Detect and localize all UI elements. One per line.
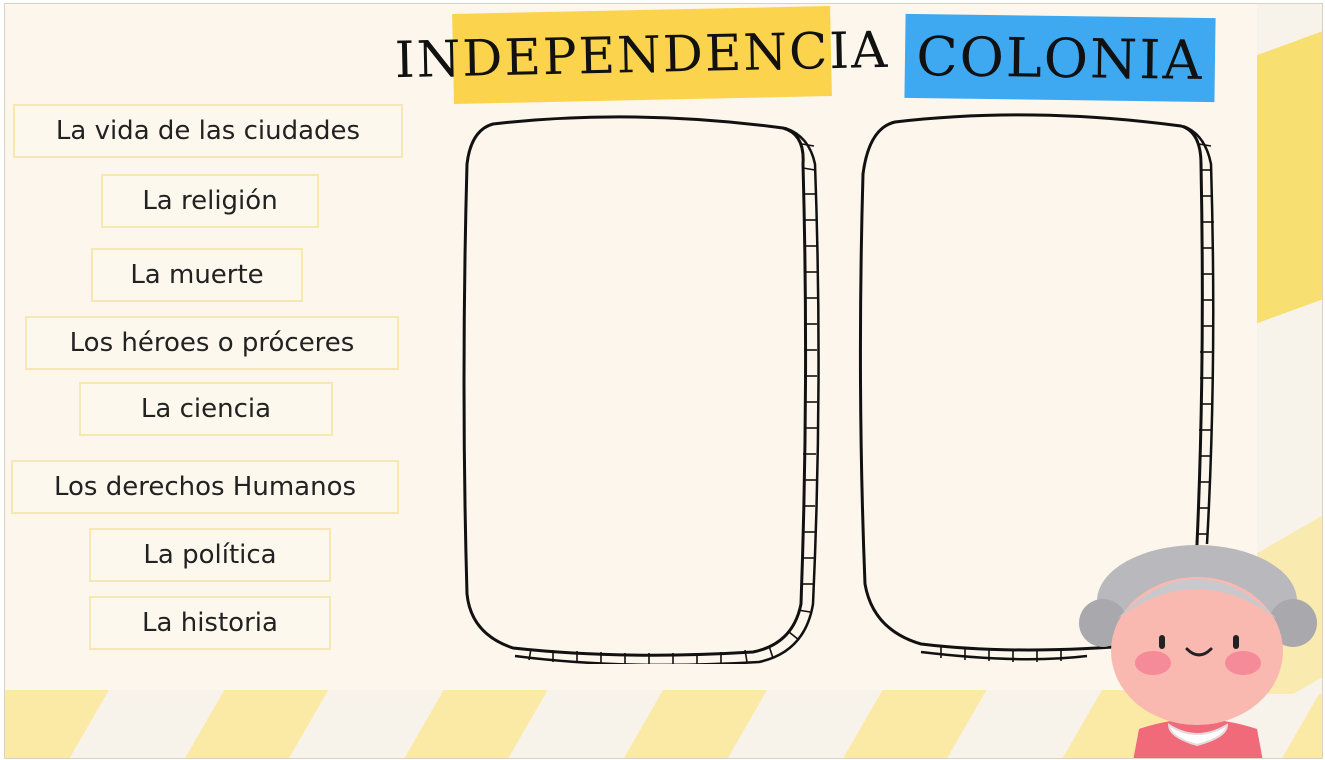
word-card-label: Los derechos Humanos bbox=[53, 472, 357, 502]
title-colonia: COLONIA bbox=[904, 13, 1216, 103]
word-card-label: La religión bbox=[142, 186, 278, 216]
bottom-decorative-stripe bbox=[5, 690, 1322, 758]
word-card-heroes-proceres[interactable]: Los héroes o próceres bbox=[25, 316, 399, 370]
word-card-label: La historia bbox=[142, 608, 278, 638]
word-card-label: La vida de las ciudades bbox=[55, 116, 361, 146]
word-card-vida-ciudades[interactable]: La vida de las ciudades bbox=[13, 104, 403, 158]
word-card-label: La muerte bbox=[130, 260, 264, 290]
word-card-ciencia[interactable]: La ciencia bbox=[79, 382, 333, 436]
word-card-label: Los héroes o próceres bbox=[69, 328, 355, 358]
word-card-politica[interactable]: La política bbox=[89, 528, 331, 582]
character-avatar-icon bbox=[1079, 545, 1317, 758]
word-card-label: La política bbox=[143, 540, 277, 570]
title-colonia-text: COLONIA bbox=[915, 24, 1205, 92]
word-card-muerte[interactable]: La muerte bbox=[91, 248, 303, 302]
activity-slide: INDEPENDENCIA COLONIA La vida de las ciu… bbox=[4, 3, 1323, 759]
word-card-historia[interactable]: La historia bbox=[89, 596, 331, 650]
drop-zone-independencia[interactable] bbox=[453, 104, 833, 664]
title-independencia-text: INDEPENDENCIA bbox=[394, 20, 890, 90]
word-card-derechos-humanos[interactable]: Los derechos Humanos bbox=[11, 460, 399, 514]
title-independencia: INDEPENDENCIA bbox=[394, 6, 890, 104]
word-card-label: La ciencia bbox=[140, 394, 272, 424]
word-card-religion[interactable]: La religión bbox=[101, 174, 319, 228]
